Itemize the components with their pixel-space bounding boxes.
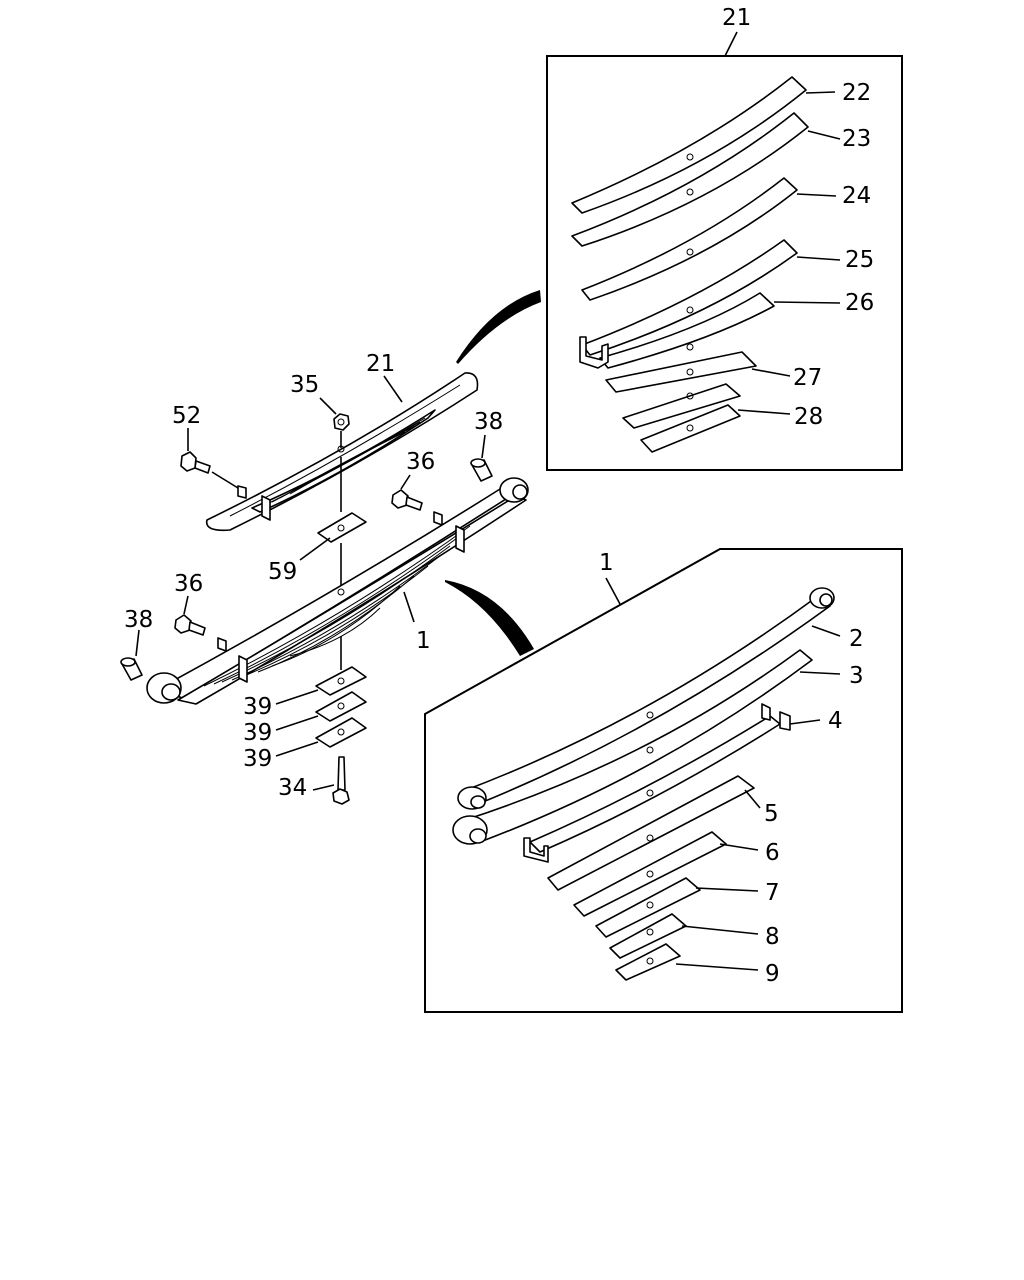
callout-38-right: 38 [474,409,503,435]
callout-52: 52 [172,403,201,429]
callout-36-right: 36 [406,449,435,475]
leaf-7 [595,877,701,938]
callout-21-main: 21 [366,351,395,377]
leaf-28 [622,383,741,429]
callout-39-b: 39 [243,720,272,746]
callout-9: 9 [765,961,780,987]
callout-1-box: 1 [599,550,614,576]
inset-box-21: 21 [546,5,903,471]
bolt-52 [180,428,239,489]
callout-35: 35 [290,372,319,398]
callout-59: 59 [268,559,297,585]
callout-21-top: 21 [722,5,751,31]
indicator-arrow-to-1 [445,580,534,656]
callout-7: 7 [765,880,780,906]
callout-39-c: 39 [243,746,272,772]
bolt-34 [312,756,350,805]
main-spring-1 [146,477,529,705]
bolt-36-left [174,595,227,652]
main-assembly: 21 35 52 38 36 59 36 38 1 39 39 39 34 [120,351,529,805]
helper-spring-21 [205,372,479,532]
leaf-5 [547,775,755,891]
bolt-36-right [391,474,443,526]
leaf-24 [581,177,798,301]
nut-35 [319,397,350,448]
leaf-26 [579,292,775,369]
leaf-27 [605,351,757,393]
pad-39-b [315,691,367,722]
callout-34: 34 [278,775,307,801]
callout-22: 22 [842,80,871,106]
callout-25: 25 [845,247,874,273]
callout-38-left: 38 [124,607,153,633]
callout-4: 4 [828,708,843,734]
callout-23: 23 [842,126,871,152]
leaf-6 [573,831,727,917]
leaf-2 [457,587,835,810]
callout-27: 27 [793,365,822,391]
leaf-29-small [640,404,741,453]
callout-1-main: 1 [416,628,431,654]
indicator-arrow-to-21 [456,290,541,364]
callout-36-left: 36 [174,571,203,597]
pad-59 [299,457,367,590]
inset-box-1: 1 [424,548,903,1013]
callout-5: 5 [764,801,779,827]
bushing-38-left [120,629,143,681]
callout-26: 26 [845,290,874,316]
leaf-23 [571,112,809,247]
leaf-4 [523,703,791,863]
leaf-3 [452,649,813,845]
callout-39-a: 39 [243,694,272,720]
callout-3: 3 [849,663,864,689]
leaf-25 [581,239,798,356]
leaf-9 [615,943,681,981]
bushing-38-right [470,434,493,482]
callout-24: 24 [842,183,871,209]
leaf-22 [571,76,807,214]
pad-39-a [315,666,367,696]
callout-2: 2 [849,626,864,652]
callout-28: 28 [794,404,823,430]
callout-6: 6 [765,840,780,866]
callout-8: 8 [765,924,780,950]
pad-39-c [315,717,367,748]
